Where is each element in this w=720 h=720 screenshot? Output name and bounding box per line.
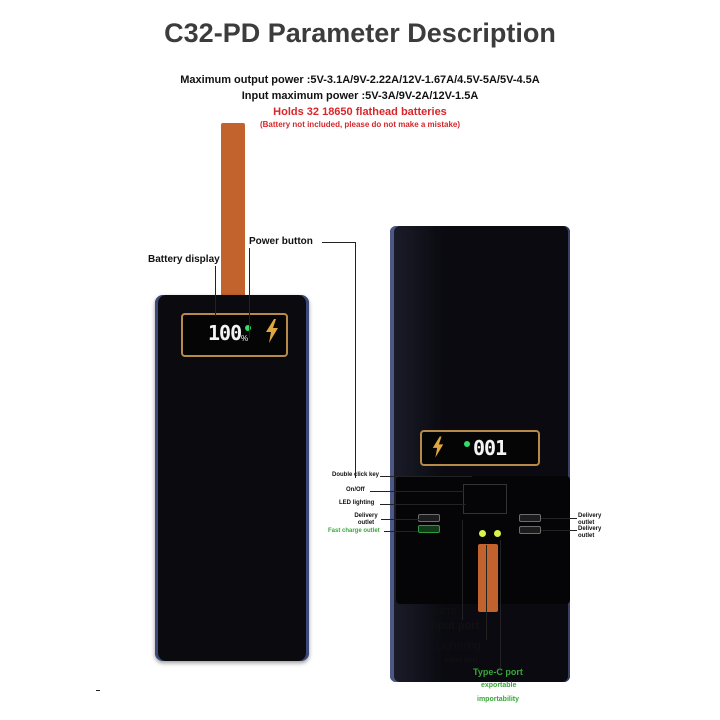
input-max-spec: Input maximum power :5V-3A/9V-2A/12V-1.5… xyxy=(241,90,479,102)
delivery-outlet-port xyxy=(519,514,541,522)
fast-charge-outlet-label: Fast charge outlet xyxy=(328,528,380,534)
battery-display-panel xyxy=(181,313,288,357)
delivery-outlet-port xyxy=(519,526,541,534)
status-display-panel xyxy=(420,430,540,466)
leader-line xyxy=(370,491,464,492)
battery-capacity-spec: Holds 32 18650 flathead batteries xyxy=(273,106,447,118)
delivery-outlet-label: Delivery outlet xyxy=(578,526,602,539)
divider xyxy=(96,690,100,691)
leader-line xyxy=(322,242,355,243)
double-click-key-label: Double click key xyxy=(332,472,380,478)
led-lighting-label: LED lighting xyxy=(339,500,375,506)
led-indicator-icon xyxy=(245,325,251,331)
lanyard-strap-right xyxy=(478,544,498,612)
leader-line xyxy=(541,518,577,519)
double-click-key[interactable] xyxy=(463,484,507,514)
leader-line xyxy=(380,476,472,477)
leader-line xyxy=(486,545,487,640)
percent-unit: % xyxy=(241,334,249,343)
leader-line xyxy=(215,266,216,316)
leader-line xyxy=(249,248,250,338)
leader-line xyxy=(380,504,466,505)
delivery-outlet-port xyxy=(418,514,440,522)
lanyard-strap-left xyxy=(221,123,245,303)
micro-input-port-label: Input port xyxy=(428,620,480,632)
exportable-label: exportable xyxy=(481,682,517,689)
battery-note: (Battery not included, please do not mak… xyxy=(259,120,461,129)
lightning-label: Lightning xyxy=(436,640,481,652)
delivery-outlet-label: Delivery outlet xyxy=(354,513,378,526)
led-indicator-icon xyxy=(464,441,470,447)
lightning-input-port-label: Input port xyxy=(445,657,478,664)
led-indicator-icon xyxy=(494,530,501,537)
max-output-spec: Maximum output power :5V-3.1A/9V-2.22A/1… xyxy=(180,74,540,86)
battery-display-label: Battery display xyxy=(148,254,220,265)
leader-line xyxy=(381,519,419,520)
lightning-bolt-icon xyxy=(264,319,280,348)
micro-label: micro xyxy=(430,605,457,617)
battery-percent-readout: 100 xyxy=(208,321,242,345)
led-indicator-icon xyxy=(479,530,486,537)
leader-line xyxy=(541,530,577,531)
importability-label: importability xyxy=(477,696,520,703)
status-readout: 001 xyxy=(473,436,507,460)
type-c-port-label: Type-C port xyxy=(473,667,523,677)
power-button-label: Power button xyxy=(249,236,313,247)
leader-line xyxy=(462,520,463,620)
fast-charge-port xyxy=(418,525,440,533)
page-title: C32-PD Parameter Description xyxy=(164,18,556,48)
leader-line xyxy=(384,531,418,532)
on-off-label: On/Off xyxy=(346,487,365,493)
leader-line xyxy=(355,242,356,478)
delivery-outlet-label: Delivery outlet xyxy=(578,513,602,526)
leader-line xyxy=(500,540,501,668)
lightning-bolt-icon xyxy=(431,436,445,463)
